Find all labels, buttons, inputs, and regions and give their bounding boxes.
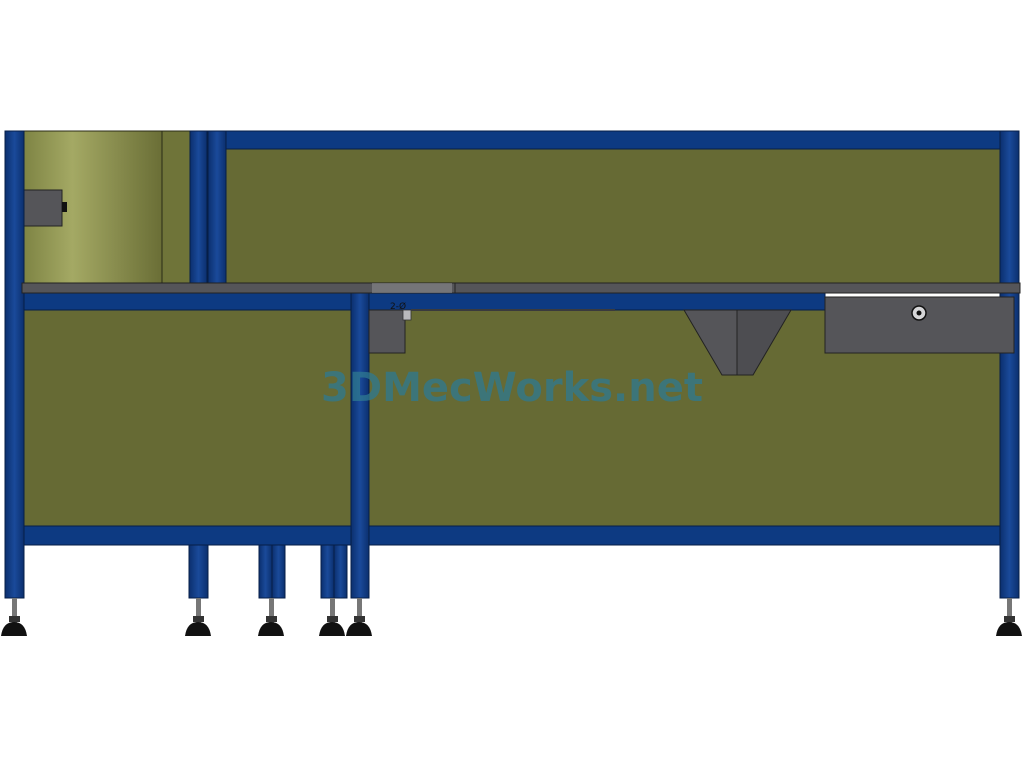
table-top-right: [454, 282, 1021, 294]
upper-right-panel: [225, 148, 1001, 284]
frame-inner-post-a: [189, 130, 208, 284]
frame-right-post: [999, 130, 1020, 599]
bracket-box: [368, 309, 406, 354]
control-knob: [62, 202, 67, 212]
table-highlight: [372, 283, 452, 293]
leg-b1: [258, 544, 273, 599]
leg-c1: [320, 544, 335, 599]
frame-bottom-rail-right: [368, 525, 1001, 546]
drawer-lock-keyhole: [916, 310, 922, 316]
watermark: 3DMecWorks.net: [321, 365, 703, 411]
leveling-foot-6: [996, 598, 1022, 636]
lower-left-panel: [23, 309, 352, 527]
control-box: [23, 189, 63, 227]
frame-left-post: [4, 130, 25, 599]
upper-left-side-panel: [161, 130, 191, 284]
frame-center-post: [350, 291, 370, 599]
leveling-foot-3: [258, 598, 284, 636]
leveling-foot-4: [319, 598, 345, 636]
dimension-note: 2-Ø: [390, 301, 406, 312]
leg-c2: [333, 544, 348, 599]
frame-bottom-rail-left: [23, 525, 352, 546]
leveling-foot-1: [1, 598, 27, 636]
frame-mid-rail-right: [368, 291, 826, 311]
frame-top-rail: [225, 130, 1001, 150]
leg-b2: [271, 544, 286, 599]
hopper-funnel-right: [736, 309, 792, 376]
frame-inner-post-b: [207, 130, 227, 284]
leg-a: [188, 544, 209, 599]
leveling-foot-2: [185, 598, 211, 636]
leveling-foot-5: [346, 598, 372, 636]
bracket-clamp: [402, 309, 412, 321]
frame-mid-rail-left: [23, 291, 352, 311]
